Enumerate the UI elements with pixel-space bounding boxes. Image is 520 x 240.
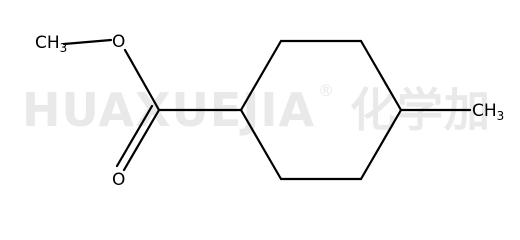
bond-methyl-to-ester-oxygen bbox=[62, 38, 113, 46]
ring-bond-4 bbox=[359, 108, 403, 181]
atom-labels: CH3 O O CH3 bbox=[35, 32, 504, 190]
bond-carbonyl-double-1 bbox=[122, 108, 161, 172]
carbonyl-oxygen-label: O bbox=[112, 170, 125, 190]
watermark-registered-mark: ® bbox=[318, 81, 334, 100]
bond-carbonyl-double-2 bbox=[115, 104, 154, 168]
ring-bond-6 bbox=[239, 108, 283, 181]
bond-ester-oxygen-to-carbonyl-carbon bbox=[123, 48, 161, 112]
structure-diagram: HUAXUEJIA ® 化学加 CH3 O O CH3 bbox=[22, 32, 504, 190]
ester-oxygen-label: O bbox=[112, 32, 125, 52]
ring-bond-3 bbox=[359, 39, 403, 112]
ring-methyl-label: CH3 bbox=[472, 101, 504, 123]
bonds bbox=[62, 38, 472, 181]
methyl-ester-label: CH3 bbox=[35, 33, 67, 55]
ring-bond-1 bbox=[239, 39, 283, 112]
